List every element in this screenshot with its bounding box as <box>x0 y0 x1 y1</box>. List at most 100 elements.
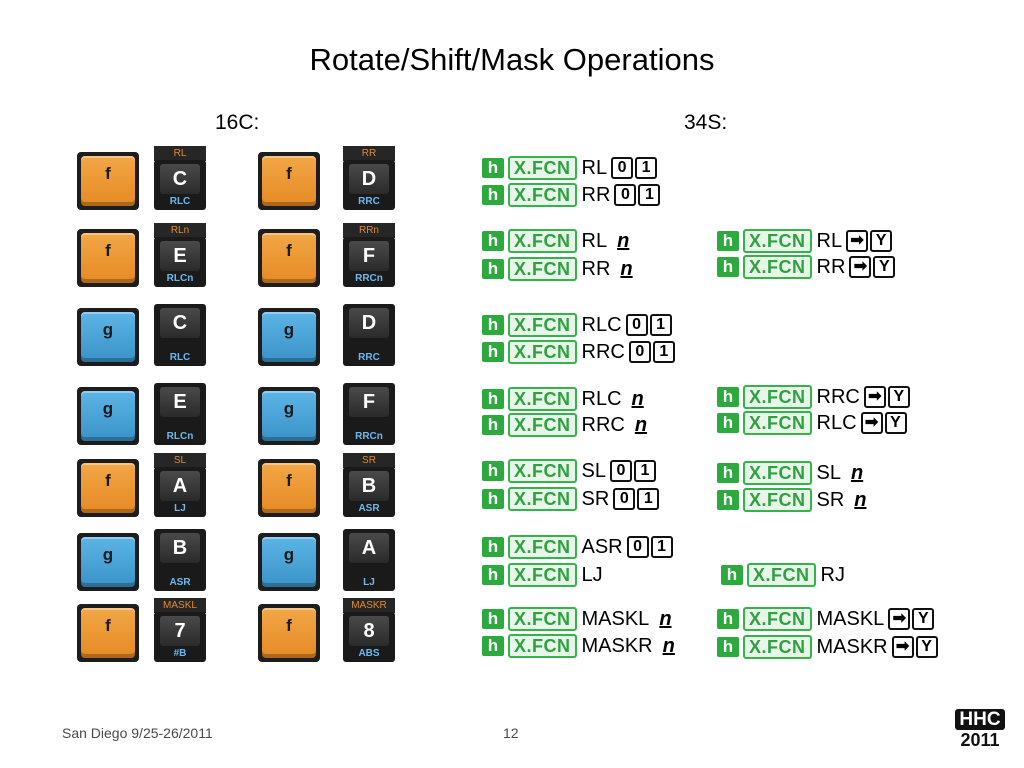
arrow-right-icon: ➡ <box>860 412 883 434</box>
key-g-label: #B <box>173 648 187 659</box>
xfcn-key: X.FCN <box>508 229 577 253</box>
digit-1-key: 1 <box>649 314 672 336</box>
xfcn-key: X.FCN <box>508 535 577 559</box>
shift-key-f: f <box>258 229 320 287</box>
key-face-label: F <box>349 387 389 417</box>
operation-name: RRC <box>816 385 860 408</box>
operation-name: RRC <box>581 340 625 363</box>
key-g-label: LJ <box>174 503 186 514</box>
footer-location-date: San Diego 9/25-26/2011 <box>62 725 213 741</box>
h-shift-key: h <box>482 461 504 481</box>
xfcn-key: X.FCN <box>508 413 577 437</box>
arrow-right-icon: ➡ <box>863 386 886 408</box>
xfcn-key: X.FCN <box>508 257 577 281</box>
digit-0-key: 0 <box>613 488 636 510</box>
shift-key-label: f <box>286 164 292 183</box>
key-g-label: RLC <box>169 196 191 207</box>
operation-name: RLC <box>581 313 622 336</box>
operation-name: ASR <box>581 535 623 558</box>
y-key: Y <box>915 636 938 658</box>
digit-1-key: 1 <box>633 460 656 482</box>
key-f-label: SR <box>343 453 395 468</box>
h-shift-key: h <box>482 489 504 509</box>
parameter-n: n <box>620 257 633 280</box>
operation-name: LJ <box>581 563 603 586</box>
h-shift-key: h <box>717 387 739 407</box>
shift-key-label: f <box>105 164 111 183</box>
shift-key-label: g <box>102 545 114 564</box>
h-shift-key: h <box>717 637 739 657</box>
logo-text-year: 2011 <box>960 730 1000 750</box>
xfcn-key: X.FCN <box>743 488 812 512</box>
key-g-label: RLCn <box>166 431 194 442</box>
key-face-label: A <box>160 471 200 501</box>
parameter-n: n <box>631 387 644 410</box>
shift-key-label: f <box>105 241 111 260</box>
h-shift-key: h <box>482 158 504 178</box>
operation-name: SL <box>816 461 841 484</box>
shift-key-label: g <box>102 399 114 418</box>
operation-name: MASKL <box>816 607 885 630</box>
shift-key-label: f <box>286 471 292 490</box>
y-key: Y <box>870 230 893 252</box>
key-g-label: RRCn <box>355 273 383 284</box>
key-f-label: MASKL <box>154 598 206 613</box>
operation-name: SR <box>816 488 845 511</box>
shift-key-f: f <box>77 459 139 517</box>
operation-name: RR <box>581 257 611 280</box>
xfcn-key: X.FCN <box>508 487 577 511</box>
h-shift-key: h <box>482 315 504 335</box>
key-g-label: RRC <box>358 352 380 363</box>
h-shift-key: h <box>482 231 504 251</box>
h-shift-key: h <box>482 565 504 585</box>
logo-text-hhc: HHC <box>955 709 1005 730</box>
digit-1-key: 1 <box>638 184 661 206</box>
key-face-label: E <box>160 387 200 417</box>
key-face-label: B <box>160 533 200 563</box>
operation-name: SR <box>581 487 610 510</box>
parameter-n: n <box>662 634 675 657</box>
key-g-label: LJ <box>363 577 375 588</box>
operation-name: RL <box>816 229 843 252</box>
parameter-n: n <box>854 488 867 511</box>
shift-key-f: f <box>77 229 139 287</box>
shift-key-label: g <box>283 399 295 418</box>
h-shift-key: h <box>482 636 504 656</box>
key-g-label: ASR <box>169 577 191 588</box>
shift-key-label: f <box>286 241 292 260</box>
xfcn-key: X.FCN <box>743 635 812 659</box>
h-shift-key: h <box>721 565 743 585</box>
shift-key-g: g <box>258 533 320 591</box>
key-f-label: MASKR <box>343 598 395 613</box>
h-shift-key: h <box>717 463 739 483</box>
parameter-n: n <box>617 229 630 252</box>
xfcn-key: X.FCN <box>743 255 812 279</box>
xfcn-key: X.FCN <box>508 563 577 587</box>
key-face-label: 7 <box>160 616 200 646</box>
xfcn-key: X.FCN <box>743 229 812 253</box>
shift-key-f: f <box>77 604 139 662</box>
operation-name: MASKR <box>816 635 888 658</box>
h-shift-key: h <box>717 609 739 629</box>
key-f-label: RL <box>154 146 206 161</box>
key-g-label: ASR <box>358 503 380 514</box>
xfcn-key: X.FCN <box>508 634 577 658</box>
digit-0-key: 0 <box>614 184 637 206</box>
